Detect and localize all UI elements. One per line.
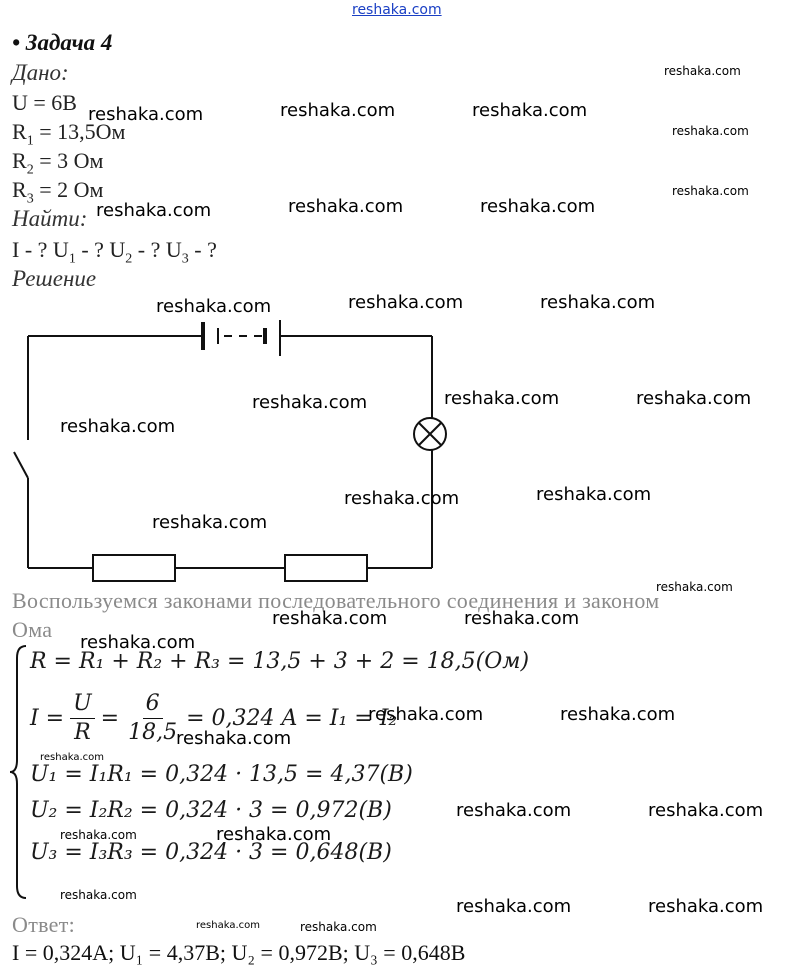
watermark: reshaka.com [176, 728, 292, 749]
watermark: reshaka.com [648, 896, 764, 917]
site-link[interactable]: reshaka.com [352, 2, 442, 18]
switch-lever [13, 451, 29, 479]
watermark: reshaka.com [672, 184, 749, 198]
watermark: reshaka.com [444, 388, 560, 409]
find-label: Найти: [12, 206, 88, 231]
answer-text: I = 0,324A; U₁ = 4,37B; U₂ = 0,972B; U₃ … [12, 940, 466, 965]
watermark: reshaka.com [88, 104, 204, 125]
watermark: reshaka.com [348, 292, 464, 313]
given-label: Дано: [12, 60, 69, 85]
given-r3: R3 = 2 Ом [12, 177, 104, 207]
watermark: reshaka.com [300, 920, 377, 934]
watermark: reshaka.com [536, 484, 652, 505]
equation-u1: U₁ = I₁R₁ = 0,324 · 13,5 = 4,37(B) [30, 762, 413, 787]
watermark: reshaka.com [560, 704, 676, 725]
answer-label: Ответ: [12, 912, 76, 937]
watermark: reshaka.com [216, 824, 332, 845]
intro-line-1: Воспользуемся законами последовательного… [12, 588, 660, 613]
watermark: reshaka.com [152, 512, 268, 533]
task-title: • Задача 4 [12, 30, 113, 55]
watermark: reshaka.com [60, 828, 137, 842]
equation-u2: U₂ = I₂R₂ = 0,324 · 3 = 0,972(B) [30, 798, 392, 823]
lamp-cross-2 [418, 422, 442, 446]
find-list: I - ? U1 - ? U2 - ? U3 - ? [12, 237, 217, 267]
watermark: reshaka.com [368, 704, 484, 725]
equation-total-resistance: R = R₁ + R₂ + R₃ = 13,5 + 3 + 2 = 18,5(О… [30, 649, 530, 674]
watermark: reshaka.com [96, 200, 212, 221]
watermark: reshaka.com [480, 196, 596, 217]
given-voltage: U = 6B [12, 90, 77, 115]
watermark: reshaka.com [156, 296, 272, 317]
solution-label: Решение [12, 266, 97, 291]
watermark: reshaka.com [656, 580, 733, 594]
lamp-icon [413, 417, 447, 451]
watermark: reshaka.com [648, 800, 764, 821]
watermark: reshaka.com [540, 292, 656, 313]
resistor-2 [284, 554, 368, 582]
circuit-diagram [13, 320, 447, 582]
watermark: reshaka.com [672, 124, 749, 138]
watermark: reshaka.com [456, 800, 572, 821]
watermark: reshaka.com [40, 752, 104, 763]
watermark: reshaka.com [664, 64, 741, 78]
watermark: reshaka.com [636, 388, 752, 409]
resistor-1 [92, 554, 176, 582]
watermark: reshaka.com [252, 392, 368, 413]
given-r1: R1 = 13,5Ом [12, 119, 126, 149]
watermark: reshaka.com [60, 888, 137, 902]
watermark: reshaka.com [280, 100, 396, 121]
system-brace [9, 645, 27, 899]
watermark: reshaka.com [464, 608, 580, 629]
watermark: reshaka.com [60, 416, 176, 437]
watermark: reshaka.com [196, 920, 260, 931]
watermark: reshaka.com [456, 896, 572, 917]
intro-line-2: Ома [12, 617, 53, 642]
watermark: reshaka.com [272, 608, 388, 629]
watermark: reshaka.com [288, 196, 404, 217]
watermark: reshaka.com [472, 100, 588, 121]
given-r2: R2 = 3 Ом [12, 148, 104, 178]
watermark: reshaka.com [80, 632, 196, 653]
watermark: reshaka.com [344, 488, 460, 509]
equation-u3: U₃ = I₃R₃ = 0,324 · 3 = 0,648(B) [30, 840, 392, 865]
